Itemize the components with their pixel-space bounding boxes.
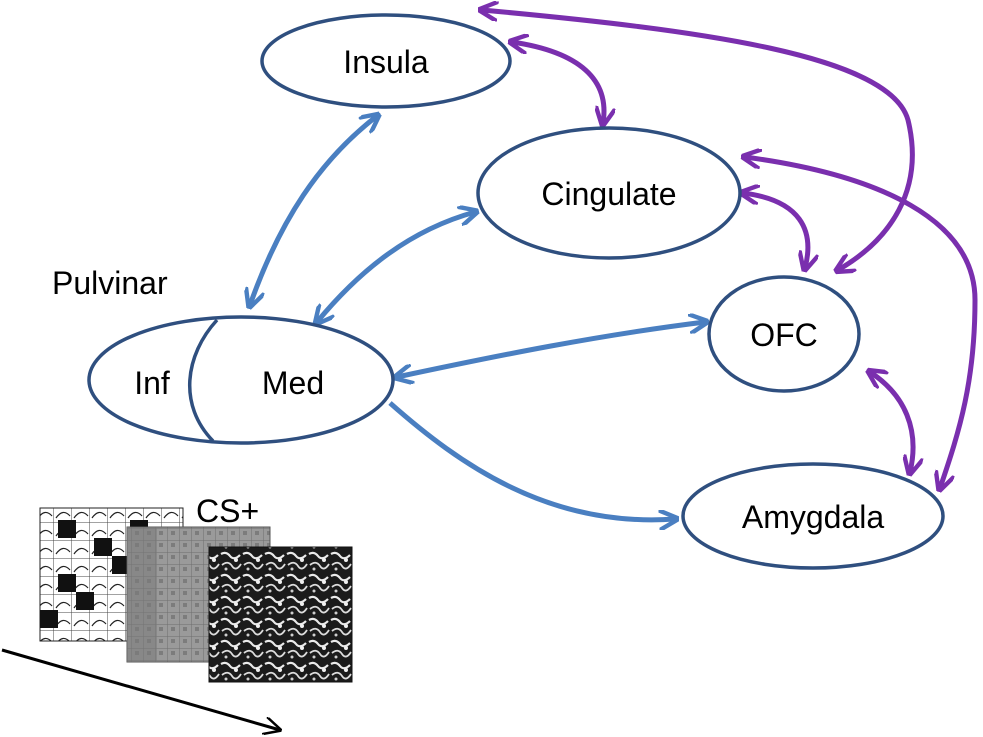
node-insula-label: Insula (343, 44, 429, 80)
node-amygdala: Amygdala (681, 462, 945, 570)
node-inf-label: Inf (134, 365, 170, 401)
arrow-ofc-amygdala (870, 372, 913, 472)
node-med-label: Med (262, 365, 324, 401)
time-arrow (1, 648, 280, 730)
node-amygdala-label: Amygdala (742, 499, 885, 535)
node-pulvinar: Inf Med (87, 315, 395, 445)
stimulus-stack (39, 507, 353, 683)
node-cingulate-label: Cingulate (541, 176, 676, 212)
cs-plus-label: CS+ (196, 493, 259, 529)
arrow-cingulate-amygdala (745, 157, 978, 488)
arrow-med-cingulate (317, 212, 475, 322)
arrow-med-insula (250, 116, 377, 305)
node-ofc-label: OFC (750, 317, 818, 353)
node-cingulate: Cingulate (476, 126, 742, 260)
arrow-med-amygdala (388, 401, 675, 520)
pulvinar-divider (187, 318, 219, 443)
pulvinar-label: Pulvinar (52, 265, 168, 301)
node-insula: Insula (260, 13, 512, 109)
arrow-cingulate-ofc (743, 193, 808, 268)
arrow-med-ofc (397, 322, 705, 377)
node-ofc: OFC (707, 275, 861, 393)
texture-noise-stimulus (208, 546, 353, 683)
arrow-insula-cingulate (512, 42, 604, 123)
